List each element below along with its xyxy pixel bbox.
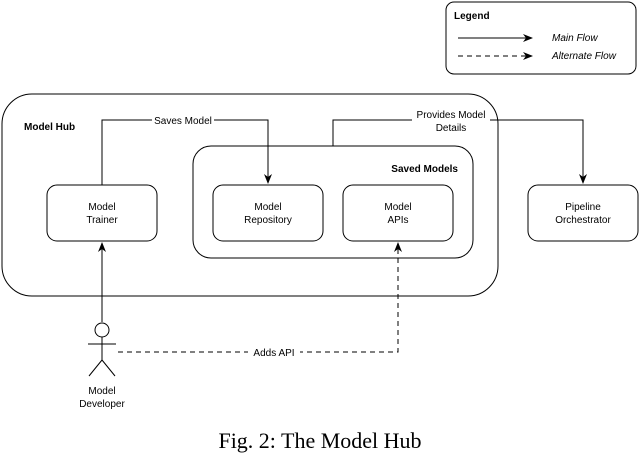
model-developer-label-line2: Developer (79, 399, 125, 410)
legend: Legend Main Flow Alternate Flow (445, 1, 637, 75)
model-trainer-node[interactable]: Model Trainer (46, 184, 158, 242)
stick-figure-icon (88, 322, 116, 377)
model-trainer-label-line1: Model (88, 202, 115, 213)
legend-main-flow-label: Main Flow (552, 33, 598, 44)
model-apis-box (342, 184, 454, 242)
pipeline-orchestrator-label-line1: Pipeline (565, 202, 601, 213)
provides-model-details-label-bg (412, 108, 490, 134)
adds-api-label: Adds API (253, 348, 294, 359)
model-repository-label-line1: Model (254, 202, 281, 213)
legend-box (445, 1, 637, 75)
edge-adds-api: Adds API (118, 242, 402, 359)
model-developer-actor[interactable]: Model Developer (79, 322, 125, 410)
model-apis-label-line1: Model (384, 202, 411, 213)
model-developer-label-line1: Model (88, 386, 115, 397)
model-repository-label-line2: Repository (244, 215, 292, 226)
edge-provides-model-details: Provides Model Details (332, 108, 587, 184)
model-trainer-label-line2: Trainer (86, 215, 118, 226)
model-apis-label-line2: APIs (387, 215, 408, 226)
model-hub-title: Model Hub (24, 122, 75, 133)
pipeline-orchestrator-node[interactable]: Pipeline Orchestrator (527, 184, 639, 242)
model-apis-node[interactable]: Model APIs (342, 184, 454, 242)
model-repository-box (212, 184, 324, 242)
provides-model-details-label-line1: Provides Model (417, 110, 486, 121)
pipeline-orchestrator-label-line2: Orchestrator (555, 215, 611, 226)
model-repository-node[interactable]: Model Repository (212, 184, 324, 242)
saved-models-title: Saved Models (391, 164, 458, 175)
figure-caption: Fig. 2: The Model Hub (218, 428, 421, 453)
legend-title: Legend (454, 11, 490, 22)
adds-api-arrow (118, 242, 402, 353)
saves-model-label-bg (152, 114, 214, 126)
pipeline-orchestrator-box (527, 184, 639, 242)
model-trainer-box (46, 184, 158, 242)
adds-api-label-bg (248, 346, 300, 358)
edge-saves-model: Saves Model (101, 114, 272, 185)
provides-model-details-label-line2: Details (436, 123, 467, 134)
saves-model-label: Saves Model (154, 116, 212, 127)
legend-alternate-flow-label: Alternate Flow (551, 51, 617, 62)
